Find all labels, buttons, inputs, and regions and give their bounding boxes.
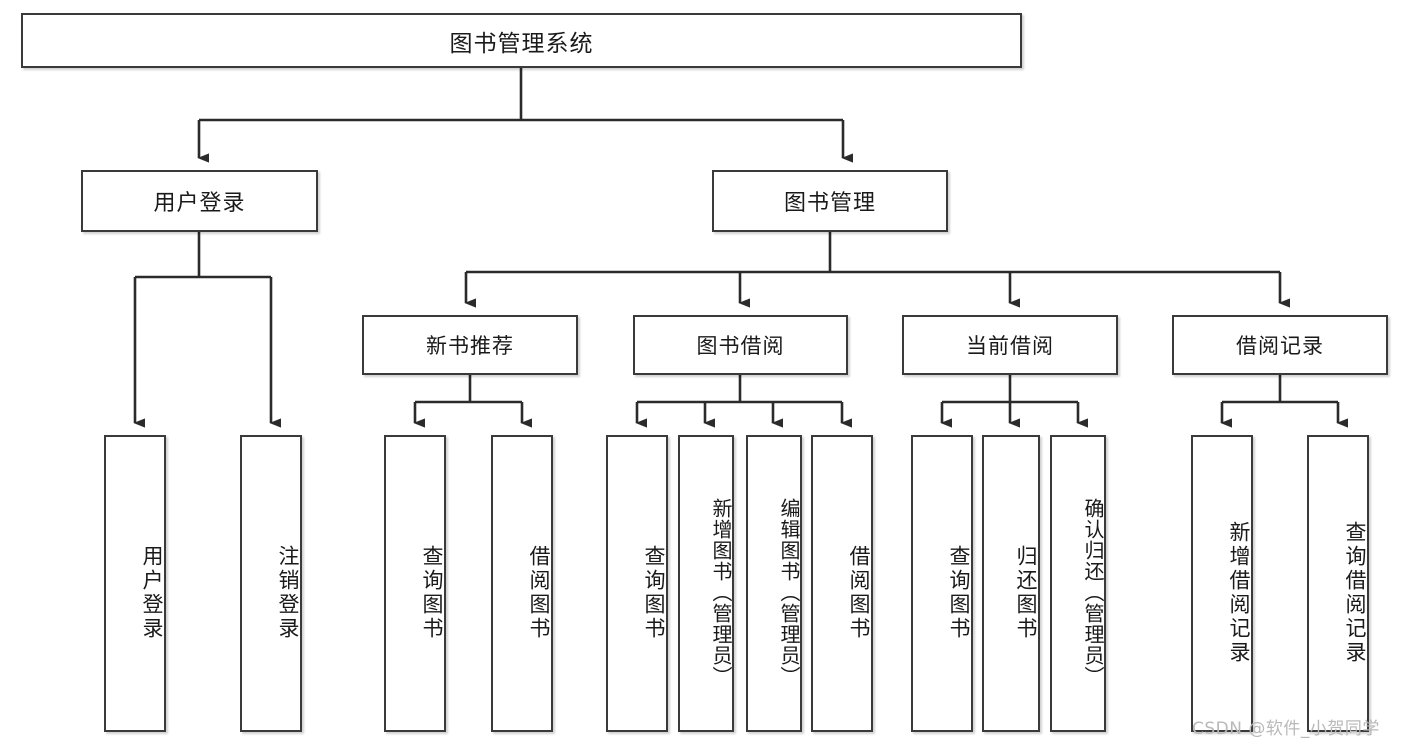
leaf-add-book-label: 新增图书（管理员） bbox=[709, 498, 733, 687]
watermark: CSDN @软件_小贺同学 bbox=[1192, 719, 1380, 739]
leaf-query-book-2-label: 查询图书 bbox=[642, 544, 666, 641]
node-root[interactable]: 图书管理系统 bbox=[21, 13, 1022, 68]
leaf-return-book-label: 归还图书 bbox=[1014, 544, 1038, 641]
leaf-add-book[interactable]: 新增图书（管理员） bbox=[678, 435, 734, 732]
leaf-query-record-label: 查询借阅记录 bbox=[1343, 520, 1367, 665]
leaf-user-login-label: 用户登录 bbox=[140, 544, 164, 641]
node-borrow-record-label: 借阅记录 bbox=[1236, 334, 1324, 358]
leaf-confirm-return[interactable]: 确认归还（管理员） bbox=[1050, 435, 1106, 732]
node-book-manage[interactable]: 图书管理 bbox=[712, 170, 948, 232]
leaf-confirm-return-label: 确认归还（管理员） bbox=[1081, 498, 1105, 687]
node-root-label: 图书管理系统 bbox=[449, 30, 594, 57]
leaf-query-book-1[interactable]: 查询图书 bbox=[384, 435, 446, 732]
leaf-borrow-book-1[interactable]: 借阅图书 bbox=[491, 435, 553, 732]
node-user-login[interactable]: 用户登录 bbox=[81, 170, 318, 232]
leaf-edit-book-label: 编辑图书（管理员） bbox=[777, 498, 801, 687]
leaf-query-record[interactable]: 查询借阅记录 bbox=[1307, 435, 1369, 732]
node-user-login-label: 用户登录 bbox=[153, 191, 246, 216]
leaf-borrow-book-2[interactable]: 借阅图书 bbox=[811, 435, 873, 732]
node-new-book-rec-label: 新书推荐 bbox=[426, 334, 514, 358]
leaf-logout-login-label: 注销登录 bbox=[276, 544, 300, 641]
node-new-book-rec[interactable]: 新书推荐 bbox=[362, 315, 578, 375]
leaf-edit-book[interactable]: 编辑图书（管理员） bbox=[746, 435, 802, 732]
leaf-logout-login[interactable]: 注销登录 bbox=[240, 435, 302, 732]
node-book-borrow-label: 图书借阅 bbox=[696, 334, 785, 358]
leaf-query-book-3-label: 查询图书 bbox=[947, 544, 971, 641]
leaf-borrow-book-2-label: 借阅图书 bbox=[847, 544, 871, 641]
node-book-borrow[interactable]: 图书借阅 bbox=[633, 315, 848, 375]
leaf-return-book[interactable]: 归还图书 bbox=[982, 435, 1040, 732]
leaf-query-book-3[interactable]: 查询图书 bbox=[911, 435, 973, 732]
leaf-query-book-2[interactable]: 查询图书 bbox=[606, 435, 668, 732]
leaf-query-book-1-label: 查询图书 bbox=[420, 544, 444, 641]
leaf-add-record[interactable]: 新增借阅记录 bbox=[1191, 435, 1253, 732]
node-book-manage-label: 图书管理 bbox=[783, 191, 876, 216]
leaf-borrow-book-1-label: 借阅图书 bbox=[527, 544, 551, 641]
node-current-borrow-label: 当前借阅 bbox=[966, 334, 1054, 358]
leaf-add-record-label: 新增借阅记录 bbox=[1227, 520, 1251, 665]
leaf-user-login[interactable]: 用户登录 bbox=[104, 435, 166, 732]
node-current-borrow[interactable]: 当前借阅 bbox=[902, 315, 1118, 375]
node-borrow-record[interactable]: 借阅记录 bbox=[1172, 315, 1388, 375]
